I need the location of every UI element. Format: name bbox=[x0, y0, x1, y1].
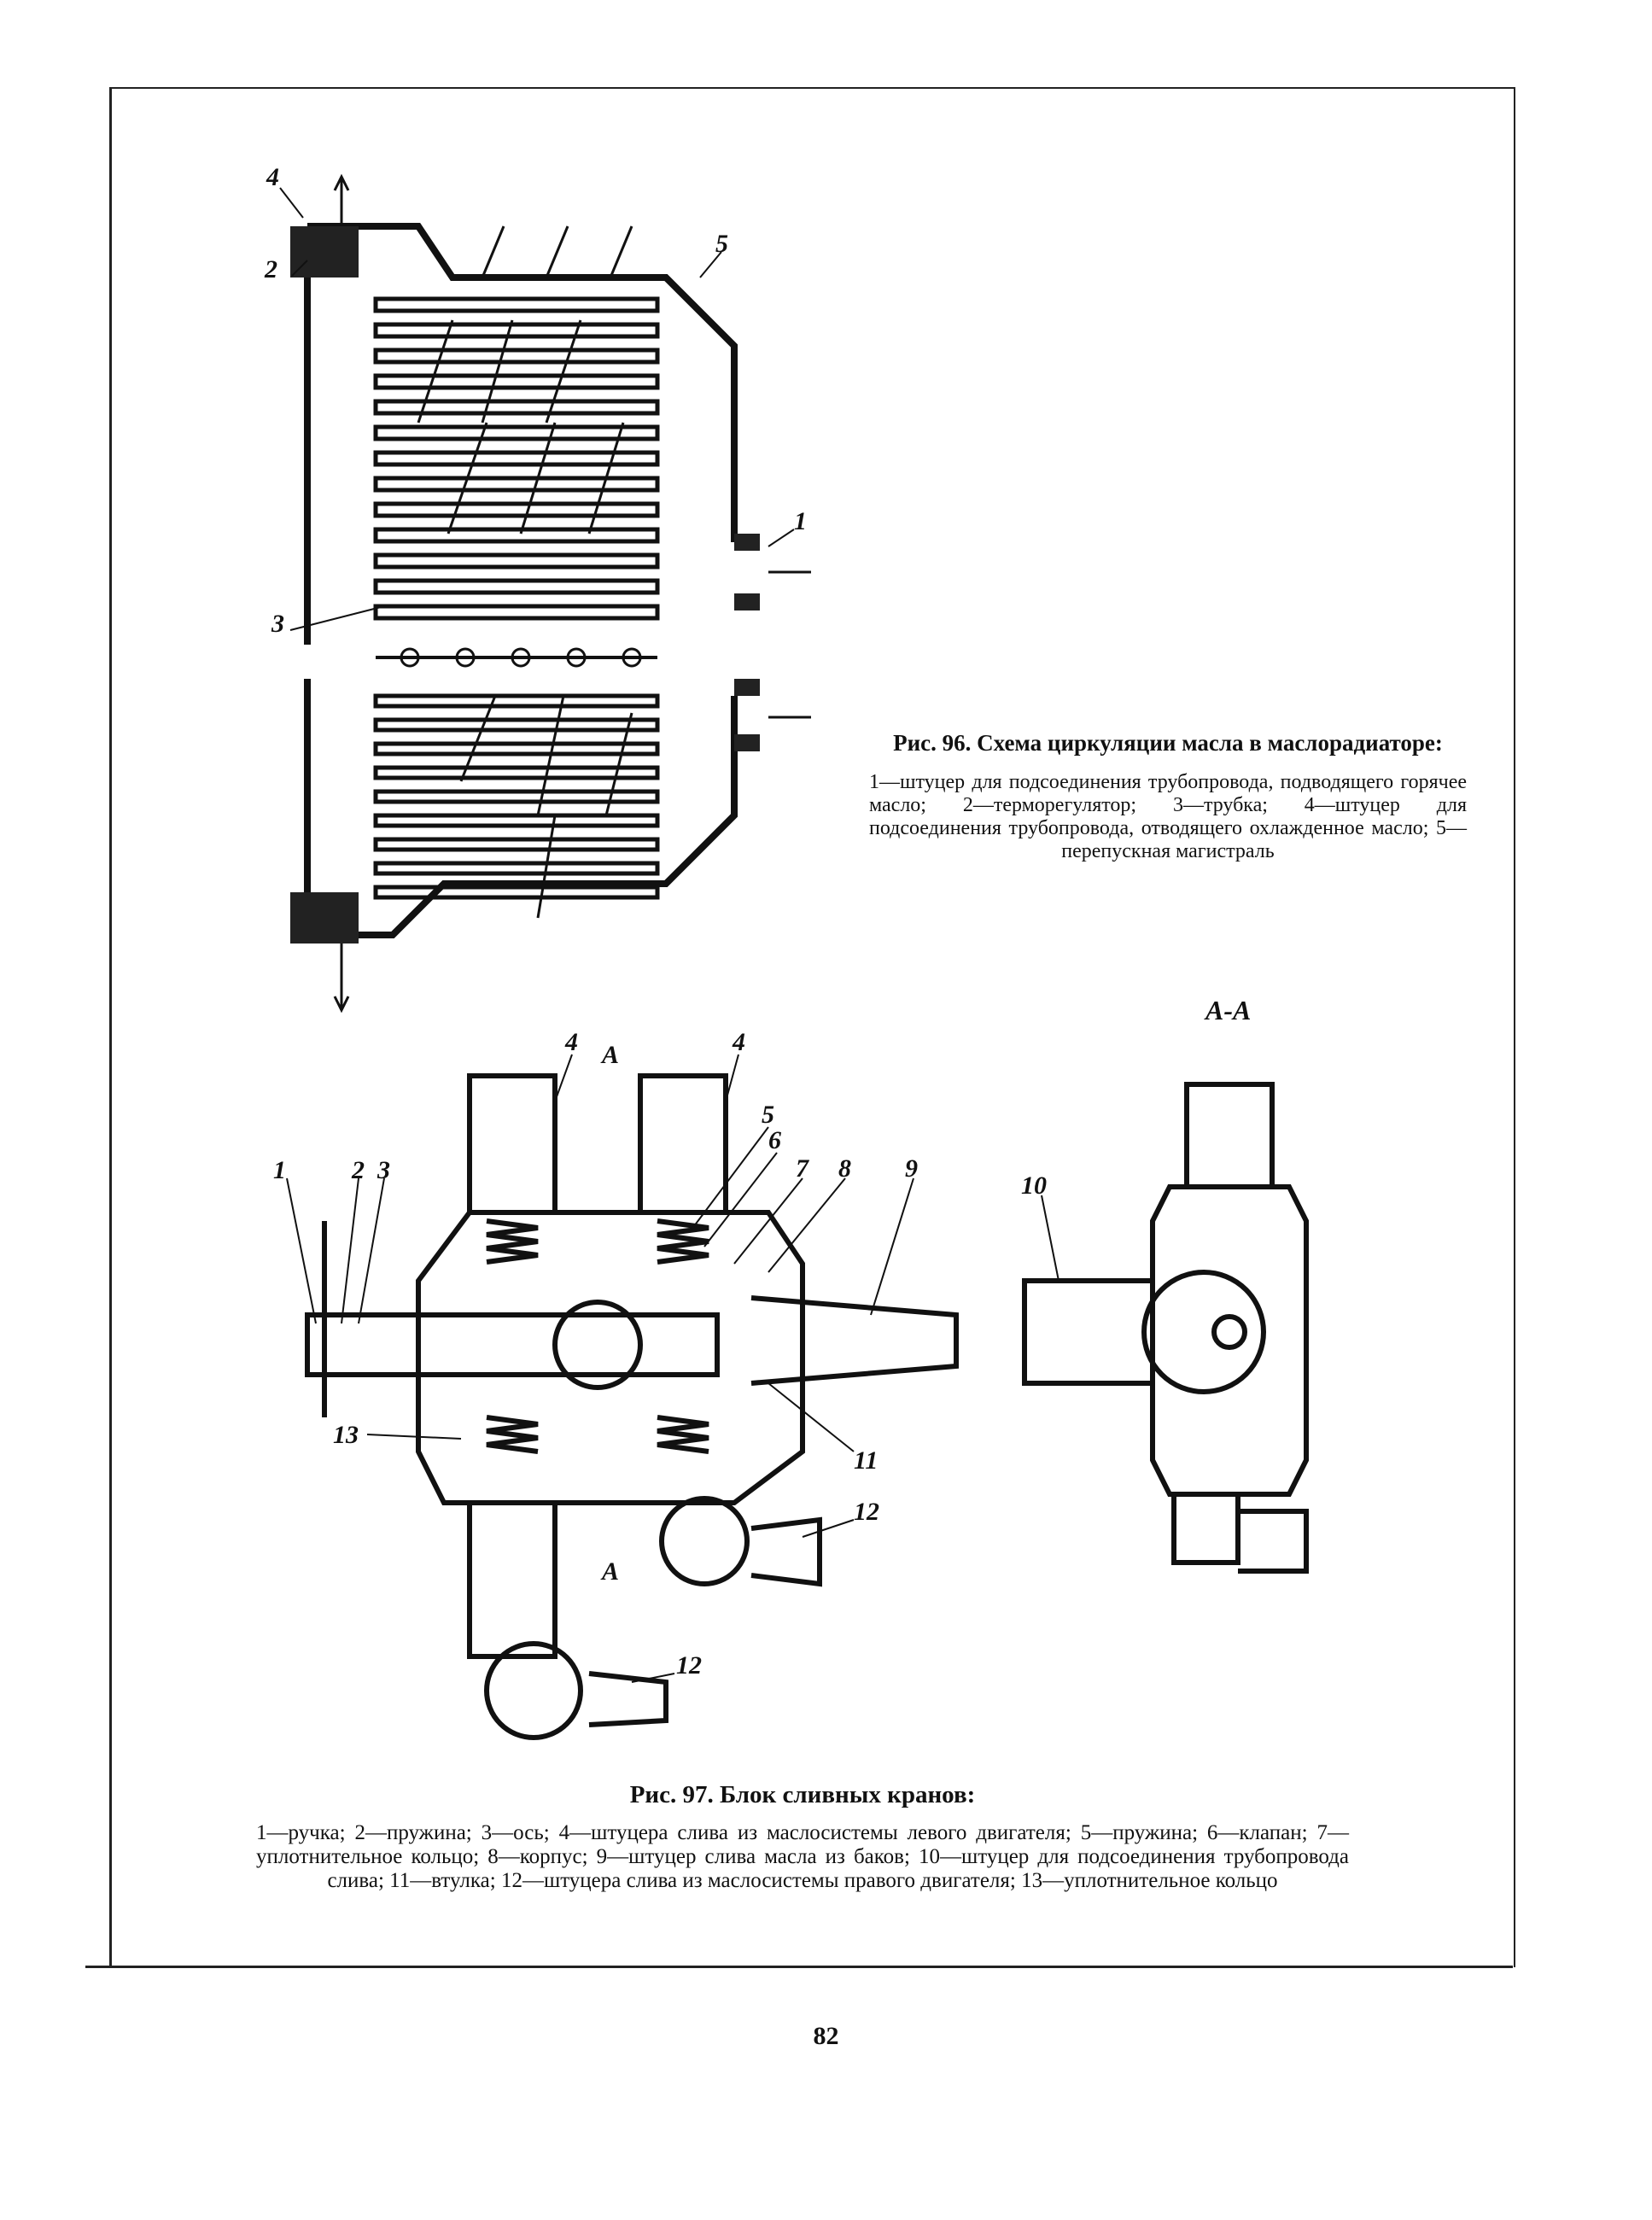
cooler-tube bbox=[373, 527, 660, 544]
cooler-tube bbox=[373, 424, 660, 441]
cooler-tube bbox=[373, 813, 660, 828]
fig96-callout-3: 3 bbox=[271, 610, 284, 638]
cooler-tube bbox=[373, 501, 660, 518]
page-frame bbox=[109, 87, 1515, 1967]
cooler-tube bbox=[373, 450, 660, 467]
fig97-section-mark-top: А bbox=[600, 1041, 619, 1069]
cooler-tube bbox=[373, 578, 660, 595]
rivet bbox=[566, 647, 587, 668]
cooler-tube bbox=[373, 837, 660, 852]
fig97-callout-7: 7 bbox=[796, 1154, 809, 1183]
fig96-callout-1: 1 bbox=[794, 507, 807, 535]
figure-96-caption-title: Рис. 96. Схема циркуляции масла в маслор… bbox=[893, 730, 1443, 756]
cooler-tube bbox=[373, 693, 660, 709]
fig97-callout-3: 3 bbox=[377, 1156, 390, 1184]
fig97-callout-10: 10 bbox=[1021, 1171, 1047, 1200]
fig97-callout-4b: 4 bbox=[732, 1028, 745, 1056]
rivet bbox=[400, 647, 420, 668]
fig96-callout-5: 5 bbox=[715, 230, 728, 258]
cooler-tube bbox=[373, 296, 660, 313]
fig97-callout-13: 13 bbox=[333, 1421, 359, 1449]
fig96-callout-2: 2 bbox=[264, 255, 277, 283]
cooler-tube bbox=[373, 765, 660, 780]
cooler-tube bbox=[373, 861, 660, 876]
fig97-callout-11: 11 bbox=[854, 1446, 878, 1475]
cooler-tube bbox=[373, 604, 660, 621]
cooler-tube bbox=[373, 373, 660, 390]
page-frame-bottom-rule bbox=[85, 1966, 1513, 1968]
figure-97-caption: Рис. 97. Блок сливных кранов: 1—ручка; 2… bbox=[256, 1780, 1349, 1893]
figure-97-caption-title: Рис. 97. Блок сливных кранов: bbox=[629, 1781, 976, 1808]
cooler-tube bbox=[373, 476, 660, 493]
figure-97-section-aa-drawing: 10 bbox=[1016, 1050, 1340, 1614]
fig97-callout-6: 6 bbox=[768, 1126, 781, 1154]
section-aa-label: А-А bbox=[1205, 995, 1252, 1025]
page-number: 82 bbox=[813, 2022, 839, 2050]
rivet bbox=[455, 647, 476, 668]
figure-96-caption: Рис. 96. Схема циркуляции масла в маслор… bbox=[869, 730, 1467, 863]
fig97-callout-5: 5 bbox=[762, 1101, 774, 1129]
figure-97-drain-valve-block-drawing: 1 2 3 4 4 5 6 7 8 9 11 12 12 13 А А bbox=[256, 1008, 982, 1742]
cooler-tube bbox=[373, 399, 660, 416]
cooler-tube bbox=[373, 717, 660, 733]
cooler-tube bbox=[373, 552, 660, 570]
cooler-tube bbox=[373, 741, 660, 757]
figure-97-caption-body: 1—ручка; 2—пружина; 3—ось; 4—штуцера сли… bbox=[256, 1821, 1349, 1892]
fig97-callout-2: 2 bbox=[351, 1156, 365, 1184]
cooler-tube bbox=[373, 885, 660, 900]
cooler-tube bbox=[373, 789, 660, 804]
cooler-tube bbox=[373, 322, 660, 339]
fig96-callout-4: 4 bbox=[266, 166, 279, 191]
fig97-callout-1: 1 bbox=[273, 1156, 286, 1184]
cooler-tube bbox=[373, 348, 660, 365]
fig97-callout-4a: 4 bbox=[564, 1028, 578, 1056]
figure-96-caption-body: 1—штуцер для подсоединения трубопровода,… bbox=[869, 771, 1467, 862]
fig97-section-mark-bottom: А bbox=[600, 1557, 619, 1586]
rivet bbox=[622, 647, 642, 668]
fig97-callout-8: 8 bbox=[838, 1154, 851, 1183]
fig97-callout-12b: 12 bbox=[676, 1651, 702, 1680]
figure-96-oil-cooler-diagram: 4 2 3 5 1 bbox=[256, 166, 854, 1020]
fig97-callout-9: 9 bbox=[905, 1154, 918, 1183]
fig97-callout-12a: 12 bbox=[854, 1498, 879, 1526]
rivet bbox=[511, 647, 531, 668]
